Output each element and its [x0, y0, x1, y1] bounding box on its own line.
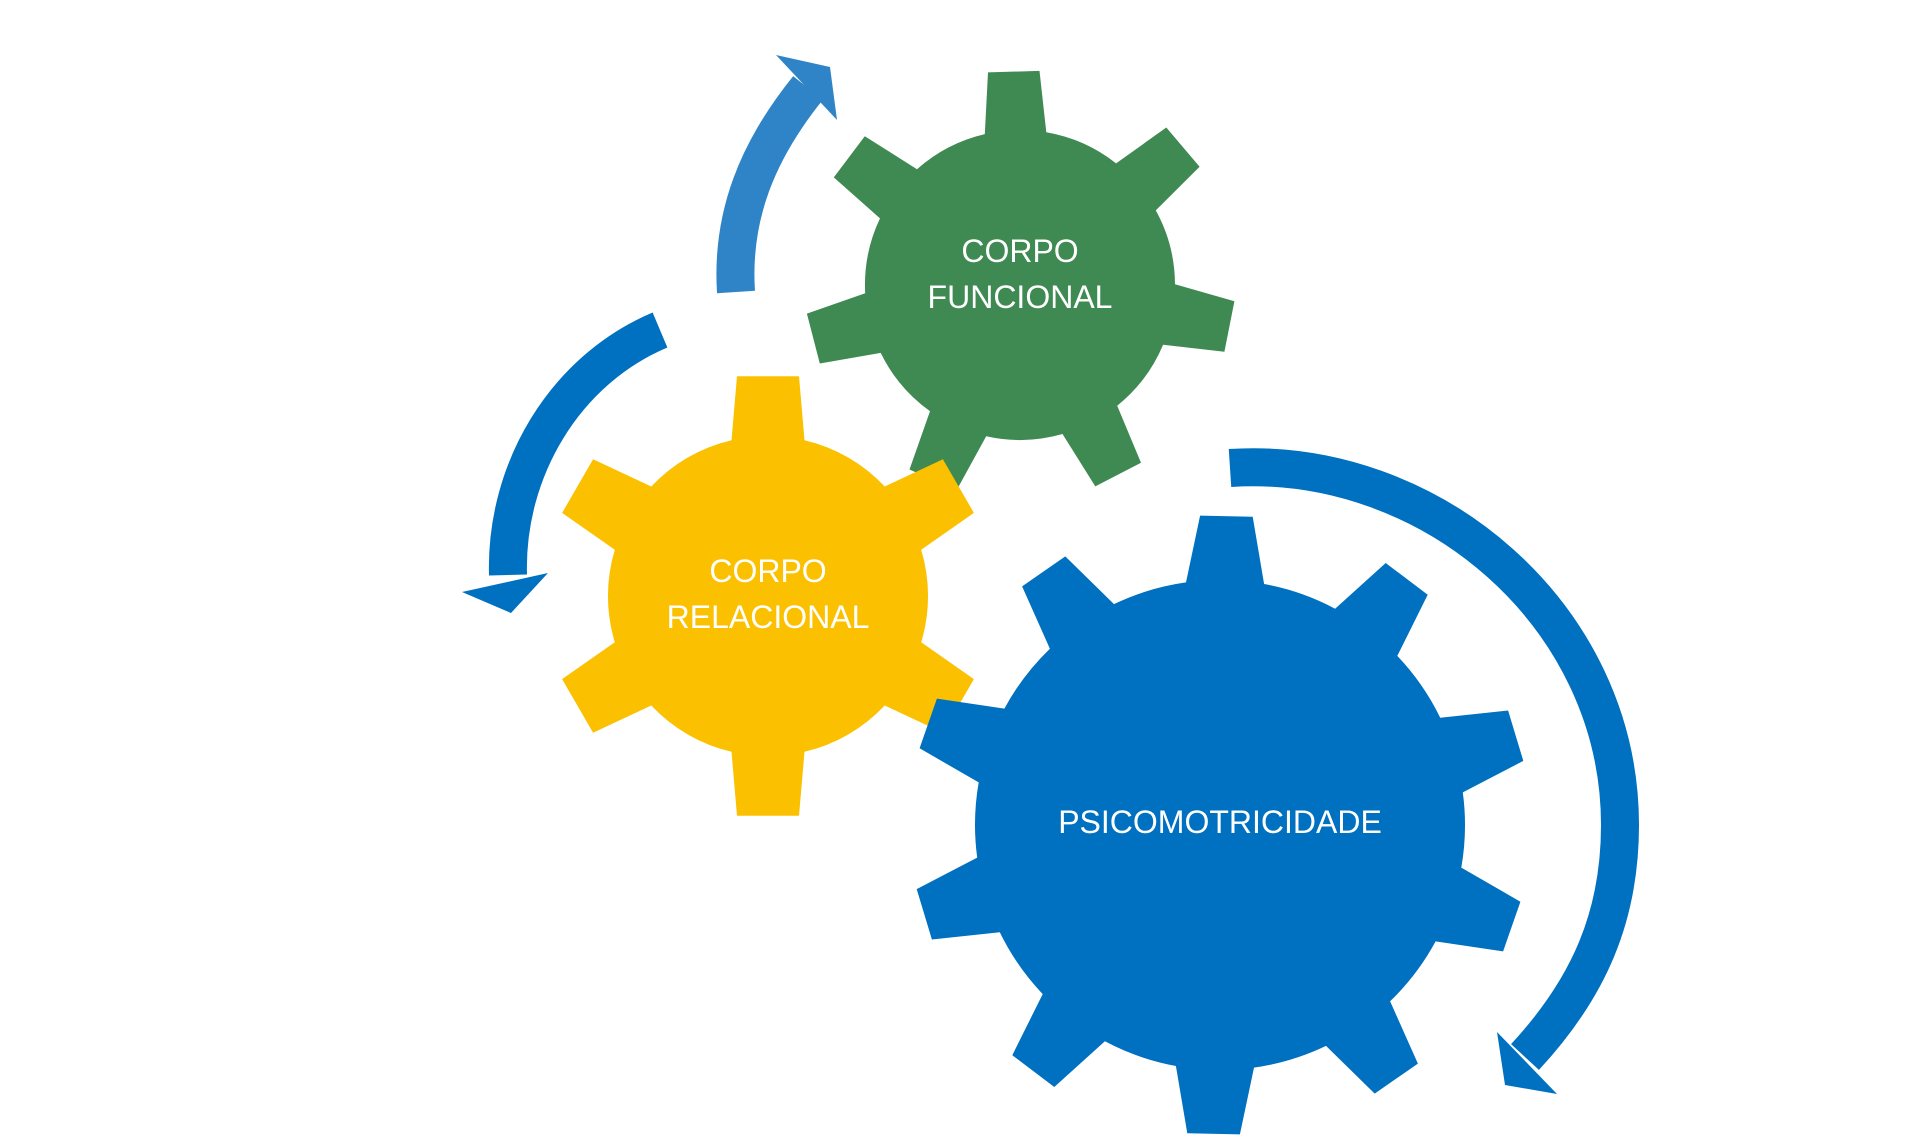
- arrow-top-shaft: [716, 76, 823, 294]
- arrow-right-curve: [1228, 448, 1640, 1094]
- arrow-left-head: [462, 573, 548, 613]
- gear-psicomotricidade-label: PSICOMOTRICIDADE: [1058, 804, 1382, 840]
- arrow-left-shaft: [488, 312, 668, 576]
- gear-corpo-funcional-shape: [806, 70, 1235, 491]
- gear-corpo-relacional-label-line-1: CORPO: [709, 553, 826, 589]
- gear-corpo-relacional-shape: [562, 376, 974, 816]
- arrow-top-head: [776, 55, 837, 120]
- arrow-left-curve: [462, 312, 668, 613]
- arrow-right-head: [1497, 1032, 1557, 1094]
- gear-psicomotricidade: PSICOMOTRICIDADE: [916, 515, 1524, 1135]
- gear-corpo-relacional: CORPO RELACIONAL: [562, 376, 974, 816]
- gear-corpo-funcional: CORPO FUNCIONAL: [806, 70, 1235, 491]
- gear-corpo-funcional-label-line-1: CORPO: [961, 233, 1078, 269]
- gear-psicomotricidade-shape: [916, 515, 1524, 1135]
- gear-corpo-relacional-label-line-2: RELACIONAL: [667, 599, 870, 635]
- arrow-top-curve: [716, 55, 837, 294]
- arrow-right-shaft: [1228, 448, 1640, 1070]
- gear-corpo-funcional-label-line-2: FUNCIONAL: [928, 279, 1113, 315]
